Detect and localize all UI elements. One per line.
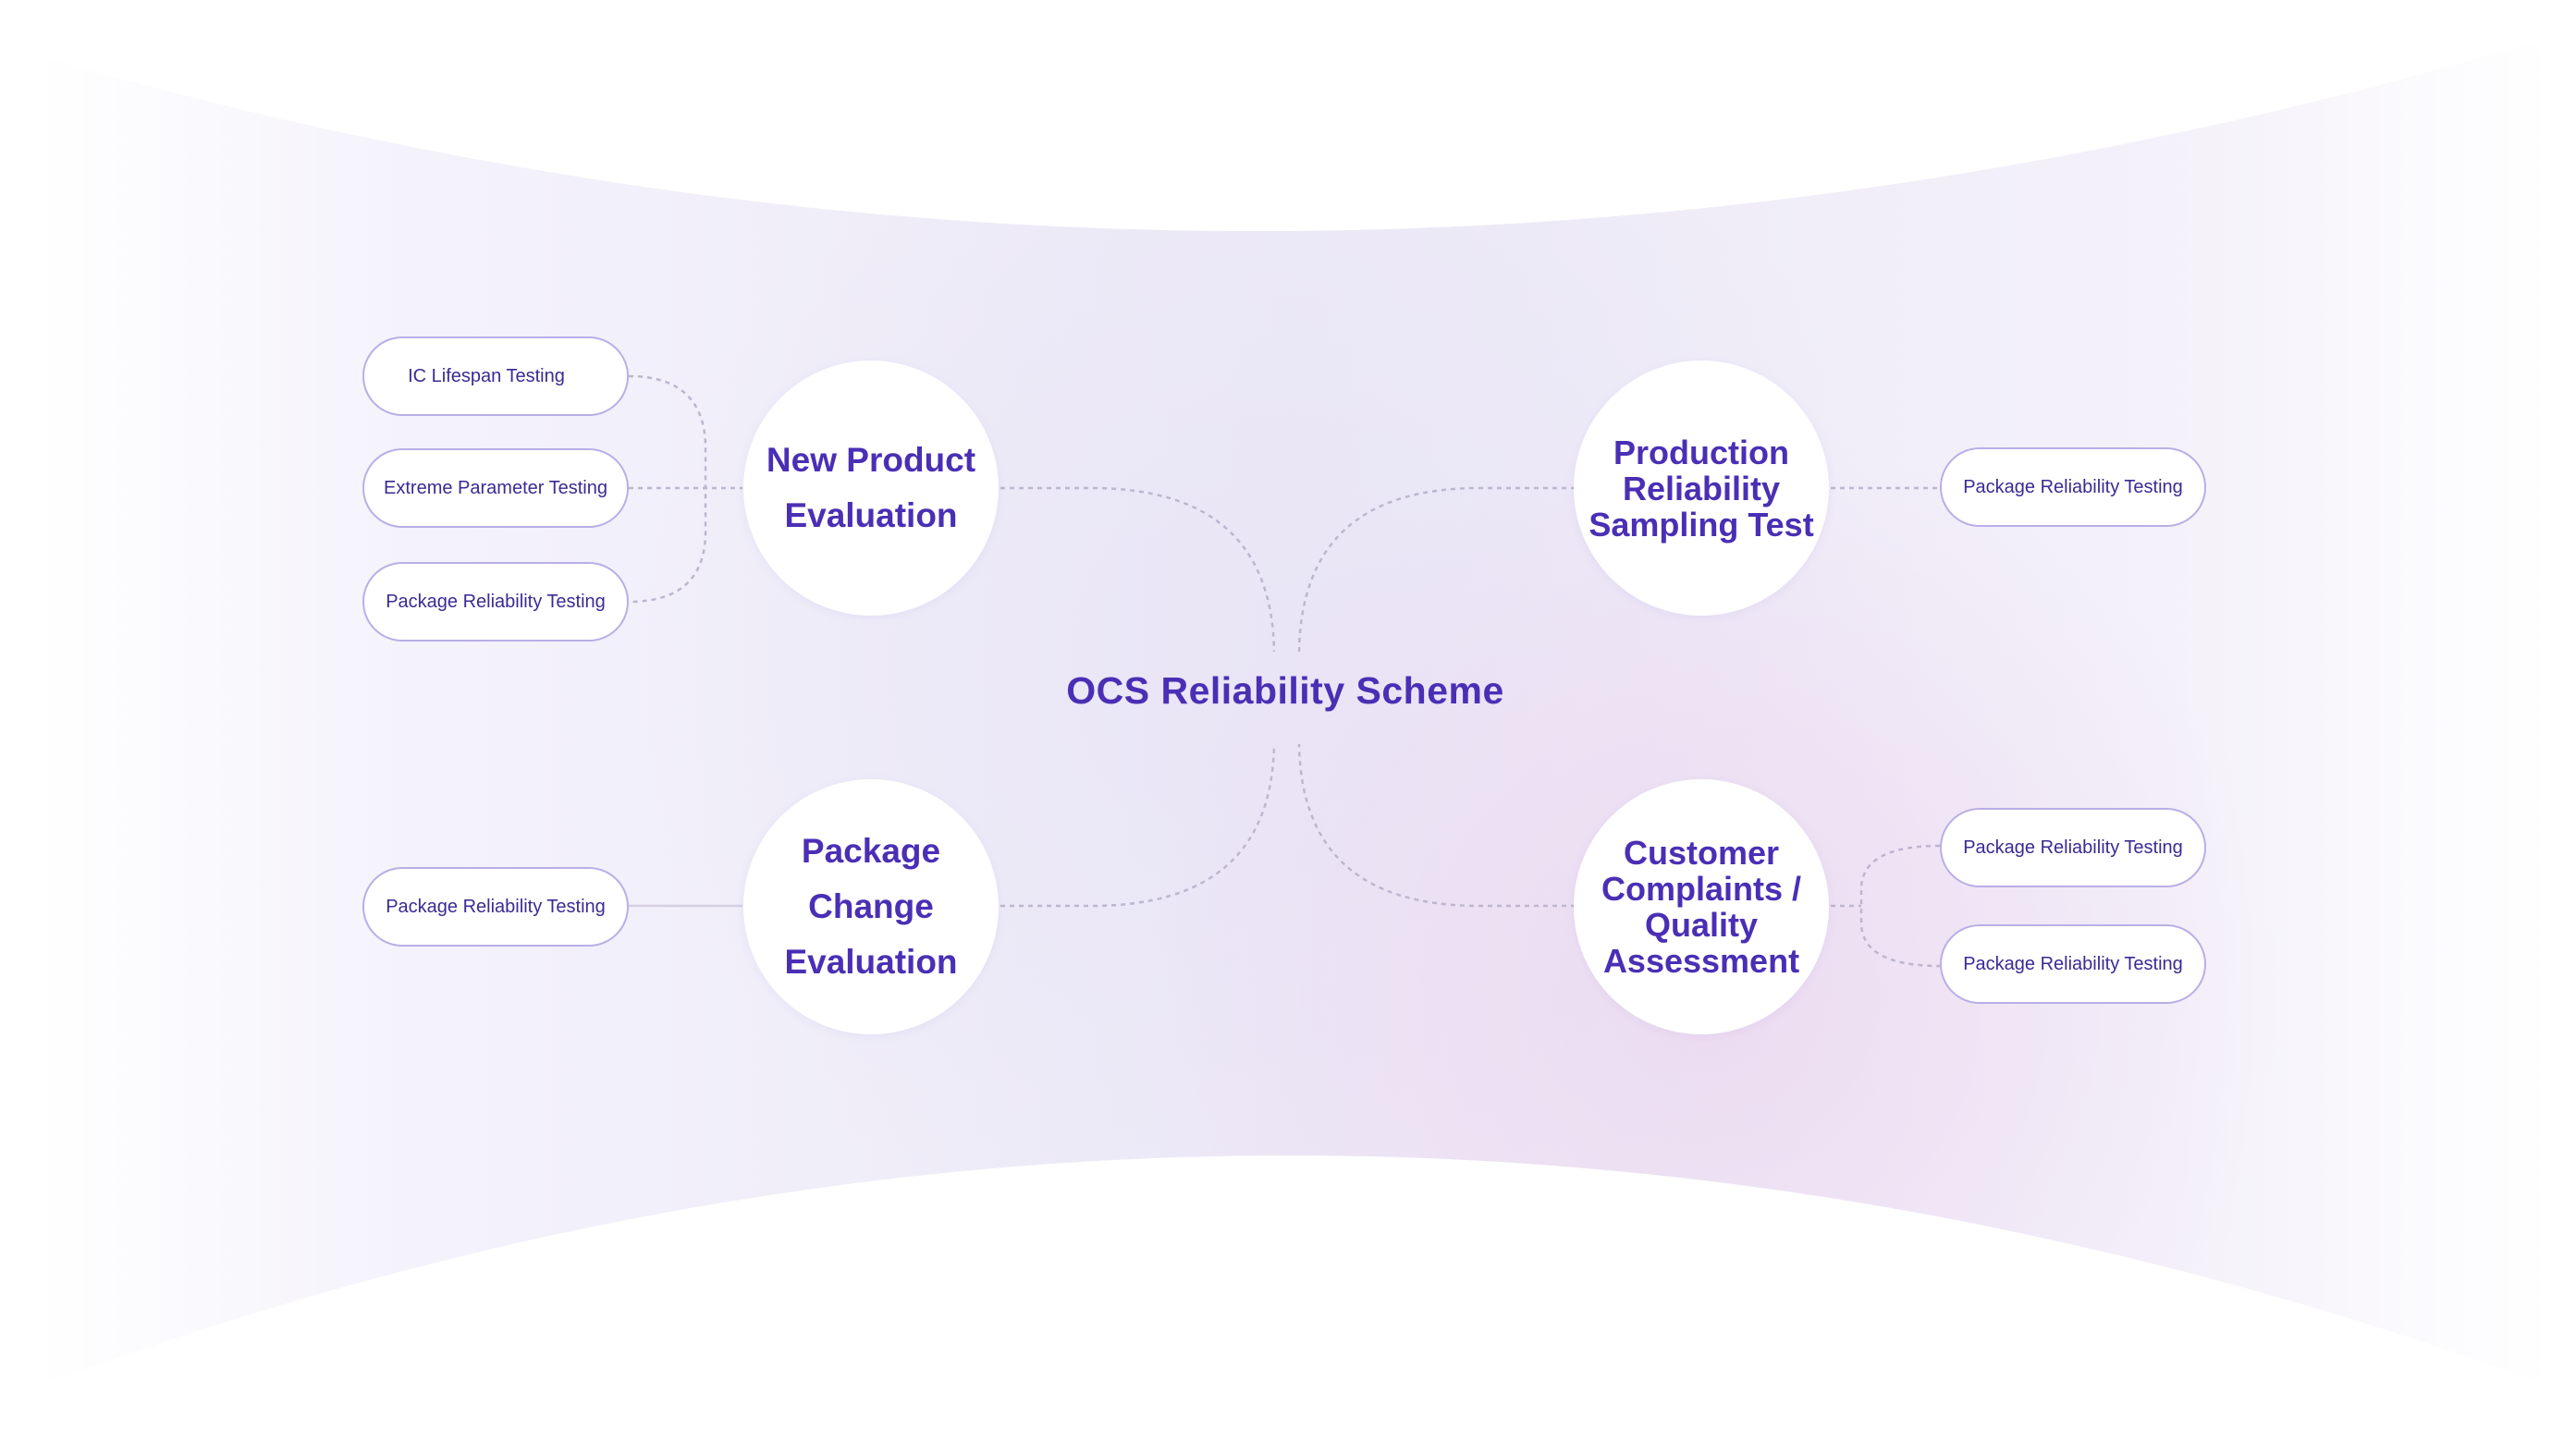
connector-center-to-new-product (1000, 486, 1276, 653)
hub-new-product-evaluation: New Product Evaluation (743, 360, 999, 616)
background-pink-glow (37, 37, 2552, 1387)
hub-label: Package Change Evaluation (753, 824, 989, 990)
hub-label-line: Evaluation (784, 496, 958, 534)
pill-package-reliability-testing: Package Reliability Testing (362, 867, 629, 947)
hub-label-line: Production (1613, 433, 1789, 471)
hub-label-line: Customer (1623, 834, 1780, 872)
pill-label: Package Reliability Testing (386, 591, 606, 612)
hub-label: New Product Evaluation (767, 433, 975, 544)
hub-label-line: Package Change (801, 832, 941, 925)
pill-package-reliability-testing: Package Reliability Testing (362, 562, 629, 642)
pill-label: Package Reliability Testing (1963, 476, 2183, 497)
hub-label-line: New Product (766, 441, 976, 479)
pill-label: IC Lifespan Testing (408, 365, 565, 386)
connector-center-to-package-change (1000, 743, 1276, 908)
hub-label: Production Reliability Sampling Test (1589, 434, 1813, 543)
pill-label: Package Reliability Testing (1963, 953, 2183, 974)
connector-new-product-bracket (628, 374, 707, 604)
connector-center-to-customer (1297, 743, 1576, 908)
connector-customer-bracket (1859, 844, 1941, 968)
hub-production-reliability-sampling-test: Production Reliability Sampling Test (1574, 360, 1829, 616)
connector-center-to-production (1297, 486, 1576, 653)
connector-lines (628, 374, 1941, 968)
pill-package-reliability-testing: Package Reliability Testing (1940, 808, 2206, 887)
hub-label: Customer Complaints / Quality Assessment (1601, 835, 1801, 979)
hub-label-line: Quality (1644, 906, 1759, 944)
pill-label: Package Reliability Testing (386, 896, 606, 917)
pill-label: Package Reliability Testing (1963, 837, 2183, 858)
hub-customer-complaints-quality-assessment: Customer Complaints / Quality Assessment (1574, 779, 1829, 1034)
pill-package-reliability-testing: Package Reliability Testing (1940, 447, 2206, 527)
hub-label-line: Sampling Test (1589, 505, 1814, 544)
pill-label: Extreme Parameter Testing (384, 477, 607, 498)
hub-label-line: Reliability (1622, 469, 1781, 507)
center-title: OCS Reliability Scheme (1066, 668, 1504, 712)
hub-label-line: Assessment (1602, 942, 1800, 980)
hub-package-change-evaluation: Package Change Evaluation (743, 779, 999, 1034)
pill-package-reliability-testing: Package Reliability Testing (1940, 924, 2206, 1004)
hub-label-line: Complaints / (1601, 870, 1802, 908)
pill-ic-lifespan-testing: IC Lifespan Testing (362, 336, 629, 416)
hub-label-line: Evaluation (784, 943, 958, 981)
pill-extreme-parameter-testing: Extreme Parameter Testing (362, 448, 629, 528)
